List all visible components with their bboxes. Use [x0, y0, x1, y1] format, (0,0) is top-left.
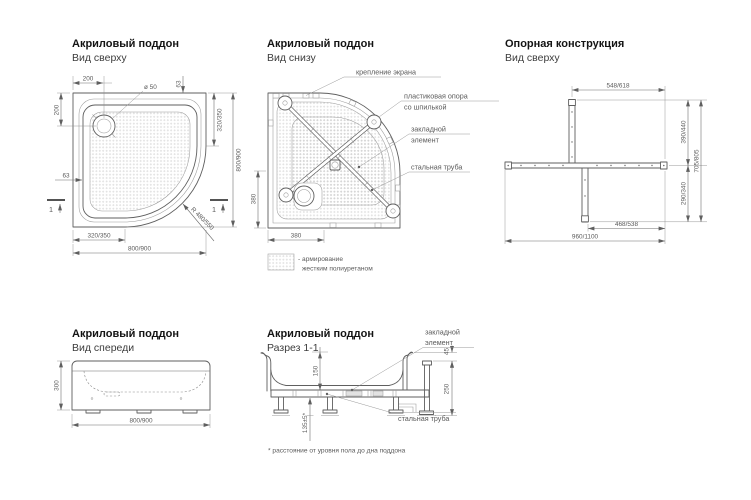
legend-line-2: жестким полиуретаном [302, 266, 373, 273]
panel-tray-bottom-view: Акриловый поддон Вид снизу [251, 38, 499, 273]
dim-front-height: 300 [54, 380, 61, 391]
label-plastic-support-2: со шпилькой [404, 103, 447, 112]
dim-left-200: 200 [54, 104, 61, 115]
panel-title: Акриловый поддон [72, 38, 179, 50]
panel-section-1-1: Акриловый поддон Разрез 1-1 [260, 328, 474, 455]
dim-bottom-380: 380 [291, 233, 302, 240]
section-dimensions: 150 135±5* 45 250 [302, 345, 457, 441]
label-embedded-1: закладной [425, 328, 460, 337]
panel-support-frame: Опорная конструкция Вид сверху 548/618 [504, 38, 707, 244]
section-frame [270, 360, 436, 416]
dim-left-63: 63 [62, 172, 70, 179]
panel-subtitle: Разрез 1-1 [267, 342, 319, 354]
dim-rim-step: 45 [444, 348, 451, 356]
panel-title: Опорная конструкция [505, 38, 624, 50]
dim-right-800-900: 800/900 [236, 148, 243, 172]
section-mark-right: 1 [212, 205, 216, 214]
section-marks: 1 1 [47, 199, 228, 214]
section-mark-left: 1 [49, 205, 53, 214]
dim-left-380: 380 [251, 193, 258, 204]
label-steel-pipe: стальная труба [411, 163, 462, 172]
dim-right-upper: 390/440 [681, 120, 688, 144]
legend-line-1: - армирование [298, 256, 343, 263]
tray-bottom-dimensions: 380 380 [251, 170, 325, 243]
drain-top-view: ø 50 [92, 84, 157, 138]
section-callouts: закладной элемент стальная труба [325, 328, 474, 423]
label-screen-mount: крепление экрана [356, 68, 416, 77]
support-frame-bars [504, 99, 668, 223]
dim-top-63: 63 [176, 80, 183, 88]
dim-right-lower: 290/340 [681, 182, 688, 206]
panel-subtitle: Вид снизу [267, 52, 317, 64]
panel-tray-front-view: Акриловый поддон Вид спереди 300 800/900 [54, 328, 211, 428]
dim-top-200: 200 [83, 76, 94, 83]
dim-drain-diameter: ø 50 [144, 84, 157, 91]
drain-bottom-view [293, 159, 341, 211]
dim-bottom-total: 960/1100 [572, 234, 599, 241]
dim-top-bar: 548/618 [606, 83, 630, 90]
dim-bottom-320-350: 320/350 [87, 233, 111, 240]
dim-front-width: 800/900 [129, 418, 153, 425]
panel-tray-top-view: Акриловый поддон Вид сверху ø 50 200 63 [47, 38, 243, 256]
panel-subtitle: Вид сверху [505, 52, 560, 64]
panel-title: Акриловый поддон [267, 38, 374, 50]
label-embedded-1: закладной [411, 125, 446, 134]
panel-title: Акриловый поддон [267, 328, 374, 340]
label-embedded-2: элемент [411, 136, 440, 145]
label-embedded-2: элемент [425, 338, 454, 347]
section-footnote: * расстояние от уровня пола до дна поддо… [268, 448, 406, 455]
tray-top-outline [72, 92, 207, 228]
tray-bottom-callouts: крепление экрана пластиковая опора со шп… [305, 68, 499, 192]
panel-title: Акриловый поддон [72, 328, 179, 340]
dim-right-320-350: 320/350 [217, 108, 224, 132]
label-steel-pipe: стальная труба [398, 414, 449, 423]
panel-subtitle: Вид сверху [72, 52, 127, 64]
dim-frame-height: 250 [444, 383, 451, 394]
panel-subtitle: Вид спереди [72, 342, 134, 354]
section-tray-profile [260, 351, 413, 392]
dim-right-total: 705/805 [694, 149, 701, 173]
legend-polyurethane: - армирование жестким полиуретаном [267, 253, 373, 273]
dim-floor-clearance: 135±5* [302, 412, 309, 433]
dim-basin-depth: 150 [312, 365, 319, 376]
dim-bottom-inner: 468/538 [615, 221, 639, 228]
support-frame-dimensions: 548/618 390/440 290/340 705/805 468/538 … [504, 83, 707, 244]
label-plastic-support-1: пластиковая опора [404, 92, 468, 101]
front-body [71, 360, 211, 414]
plastic-supports [277, 95, 401, 219]
dim-bottom-800-900: 800/900 [128, 246, 152, 253]
front-dimensions: 300 800/900 [54, 360, 211, 428]
